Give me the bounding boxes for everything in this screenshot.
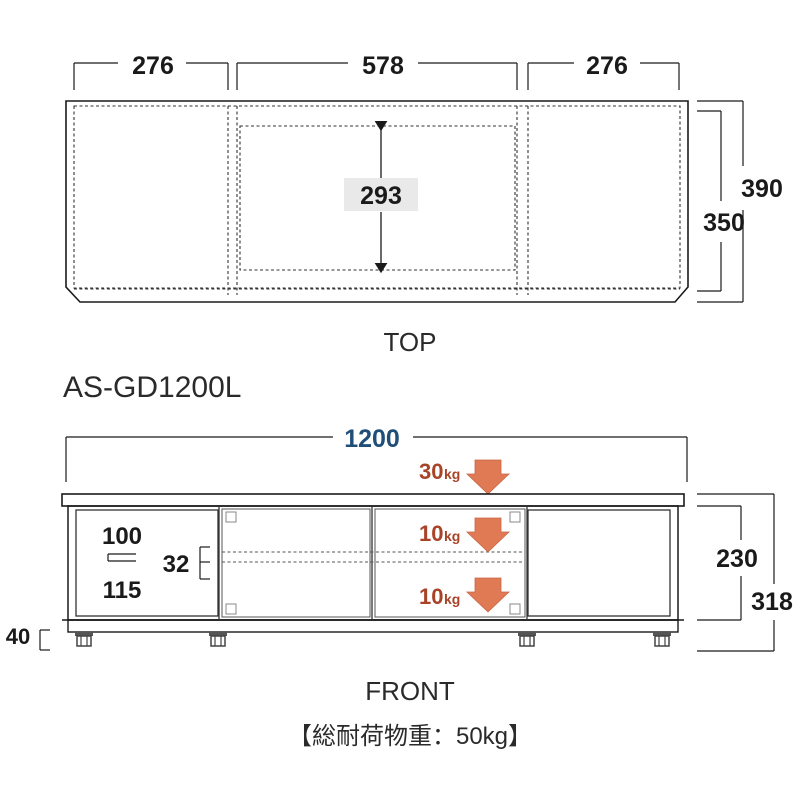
down-arrow-icon: [466, 517, 510, 553]
model-name: AS-GD1200L: [63, 371, 241, 404]
top-depth-total: 390: [741, 175, 783, 203]
load-top-unit: kg: [444, 466, 460, 482]
load-top-value: 30: [419, 459, 443, 484]
top-view: 276 578 276 293 3: [65, 52, 783, 357]
front-width-total: 1200: [344, 425, 400, 453]
caster-icon: [652, 631, 672, 647]
down-arrow-icon: [466, 459, 510, 495]
left-lower-height: 115: [103, 577, 142, 604]
load-bottom-value: 10: [419, 584, 443, 609]
left-upper-height: 100: [102, 523, 142, 550]
front-view: 1200 30 kg: [6, 425, 793, 706]
caster-icon: [208, 631, 228, 647]
top-inner-depth: 293: [360, 182, 402, 210]
top-width-right: 276: [586, 52, 628, 80]
front-caption: FRONT: [365, 676, 455, 706]
top-outline: [65, 100, 689, 303]
front-base: [67, 619, 679, 633]
shelf-board-height: 32: [163, 551, 190, 578]
top-width-center: 578: [362, 52, 404, 80]
front-body: [67, 505, 679, 621]
front-height-body: 230: [716, 545, 758, 573]
caster-icon: [74, 631, 94, 647]
front-height-total: 318: [751, 588, 793, 616]
load-middle-unit: kg: [444, 528, 460, 544]
load-bottom-unit: kg: [444, 591, 460, 607]
caster-icon: [517, 631, 537, 647]
top-caption: TOP: [384, 327, 437, 357]
load-middle-value: 10: [419, 521, 443, 546]
capacity-note: 【総耐荷物重：50kg】: [288, 723, 532, 750]
top-width-left: 276: [132, 52, 174, 80]
top-depth-inner: 350: [703, 209, 745, 237]
down-arrow-icon: [466, 577, 510, 613]
front-top-board: [61, 493, 685, 507]
caster-height: 40: [6, 624, 30, 649]
